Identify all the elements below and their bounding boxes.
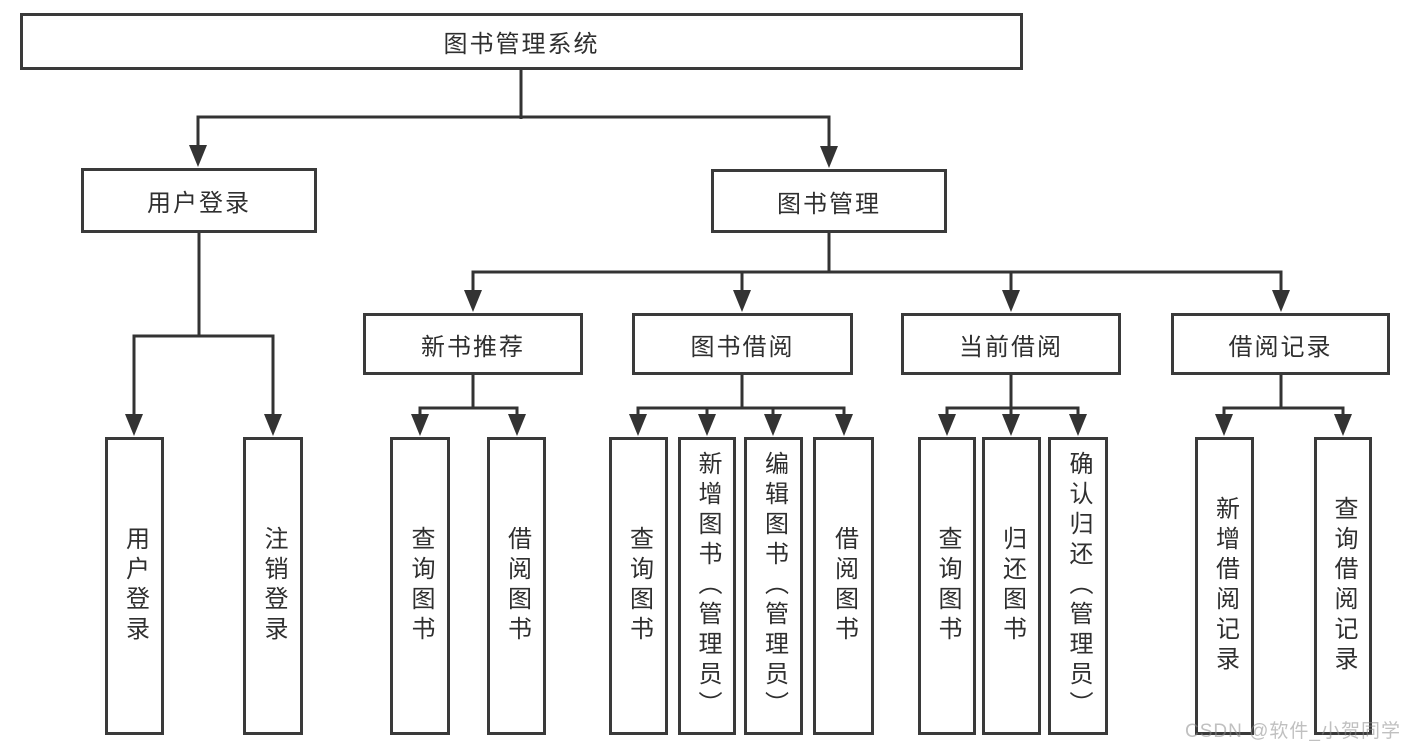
leaf-user-login: 用户登录 (105, 437, 164, 735)
node-label: 新增借阅记录 (1211, 496, 1239, 676)
leaf-borrow-books-1: 借阅图书 (487, 437, 546, 735)
leaf-return-book: 归还图书 (982, 437, 1041, 735)
leaf-query-books-3: 查询图书 (918, 437, 976, 735)
node-current-borrow: 当前借阅 (901, 313, 1121, 375)
node-label: 查询借阅记录 (1330, 496, 1357, 676)
node-label: 借阅图书 (503, 526, 531, 646)
leaf-borrow-books-2: 借阅图书 (813, 437, 874, 735)
leaf-logout: 注销登录 (243, 437, 303, 735)
leaf-query-books-1: 查询图书 (390, 437, 450, 735)
node-label: 借阅记录 (1228, 333, 1333, 361)
node-label: 当前借阅 (959, 333, 1063, 361)
leaf-confirm-return-admin: 确认归还（管理员） (1048, 437, 1108, 735)
node-new-book-recommend: 新书推荐 (363, 313, 583, 375)
leaf-query-books-2: 查询图书 (609, 437, 668, 735)
leaf-query-borrow-record: 查询借阅记录 (1314, 437, 1372, 735)
node-label: 新增图书（管理员） (694, 451, 721, 721)
node-user-login: 用户登录 (81, 168, 317, 233)
node-label: 注销登录 (260, 526, 287, 646)
node-book-borrow: 图书借阅 (632, 313, 853, 375)
node-label: 编辑图书（管理员） (760, 451, 788, 721)
leaf-add-borrow-record: 新增借阅记录 (1195, 437, 1254, 735)
node-label: 用户登录 (147, 190, 251, 217)
leaf-edit-book-admin: 编辑图书（管理员） (744, 437, 803, 735)
node-borrow-records: 借阅记录 (1171, 313, 1390, 375)
node-label: 确认归还（管理员） (1065, 451, 1092, 721)
node-root: 图书管理系统 (20, 13, 1023, 70)
node-label: 用户登录 (121, 526, 149, 646)
node-label: 借阅图书 (830, 526, 858, 646)
node-label: 查询图书 (625, 526, 653, 646)
node-label: 查询图书 (407, 526, 434, 646)
node-label: 归还图书 (998, 526, 1026, 646)
leaf-add-book-admin: 新增图书（管理员） (678, 437, 736, 735)
csdn-watermark: CSDN @软件_小贺同学 (1185, 721, 1401, 742)
node-label: 图书借阅 (690, 333, 795, 361)
node-label: 新书推荐 (421, 333, 525, 361)
node-book-management: 图书管理 (711, 169, 947, 233)
node-label: 图书管理系统 (443, 31, 600, 58)
node-label: 查询图书 (934, 526, 961, 646)
node-label: 图书管理 (777, 190, 881, 218)
